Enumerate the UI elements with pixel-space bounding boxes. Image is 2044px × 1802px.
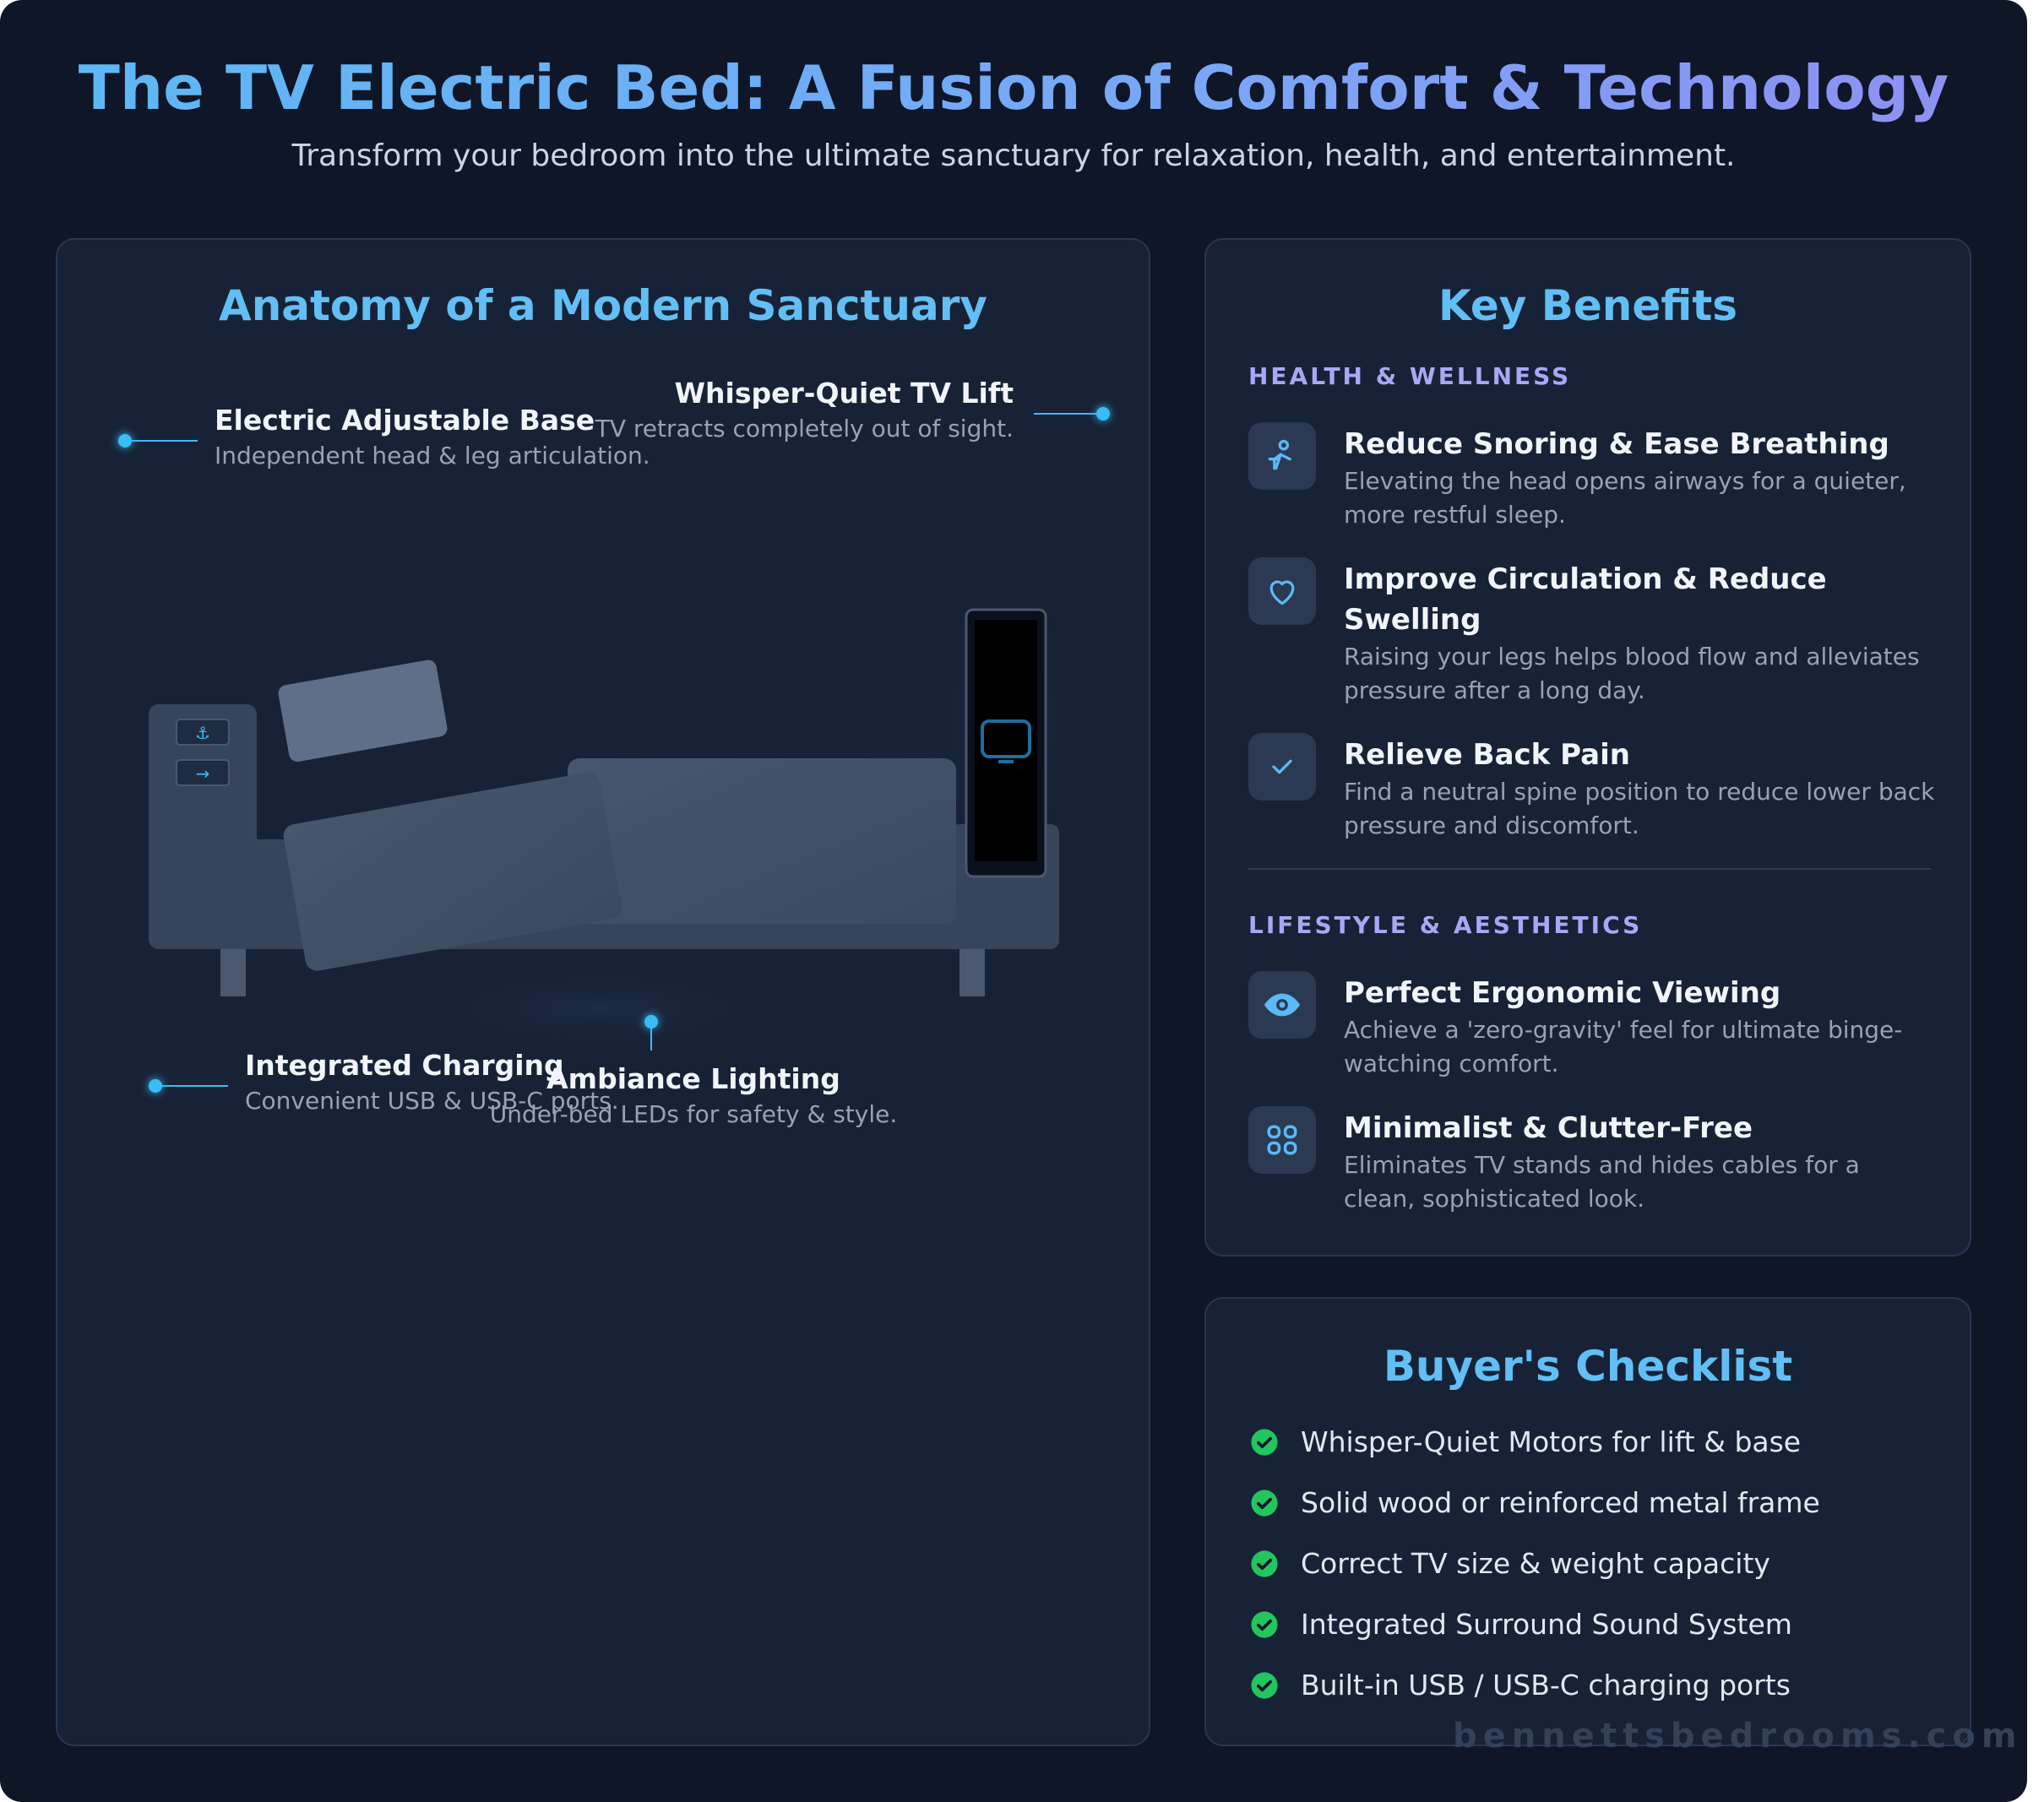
checklist-text: Whisper-Quiet Motors for lift & base bbox=[1301, 1425, 1802, 1458]
check-circle-icon bbox=[1251, 1550, 1278, 1577]
bed-leg-left bbox=[220, 941, 246, 996]
benefit-item: Reduce Snoring & Ease Breathing Elevatin… bbox=[1248, 422, 1941, 532]
base-callout-line bbox=[130, 440, 198, 442]
mattress-foot-section bbox=[568, 758, 956, 924]
checklist-text: Built-in USB / USB-C charging ports bbox=[1301, 1669, 1791, 1702]
check-circle-icon bbox=[1251, 1611, 1278, 1638]
callout-title: Electric Adjustable Base bbox=[215, 404, 595, 437]
checklist-text: Integrated Surround Sound System bbox=[1301, 1608, 1792, 1641]
benefit-title: Reduce Snoring & Ease Breathing bbox=[1344, 427, 1889, 461]
check-circle-icon bbox=[1251, 1429, 1278, 1456]
arrow-right-icon: → bbox=[196, 763, 210, 784]
benefit-desc: Eliminates TV stands and hides cables fo… bbox=[1344, 1151, 1860, 1213]
benefit-item: Perfect Ergonomic Viewing Achieve a 'zer… bbox=[1248, 971, 1941, 1081]
checklist-item: Built-in USB / USB-C charging ports bbox=[1250, 1664, 1791, 1707]
callout-tv-lift: Whisper-Quiet TV Lift TV retracts comple… bbox=[595, 375, 1014, 446]
tv-callout-dot bbox=[1096, 407, 1110, 421]
heart-icon bbox=[1248, 557, 1316, 625]
lifestyle-section-label: LIFESTYLE & AESTHETICS bbox=[1248, 911, 1643, 939]
tv-callout-line bbox=[1034, 413, 1101, 415]
eye-icon bbox=[1248, 971, 1316, 1039]
callout-desc: Under-bed LEDs for safety & style. bbox=[489, 1100, 898, 1128]
checklist-panel: Buyer's Checklist Whisper-Quiet Motors f… bbox=[1204, 1297, 1971, 1746]
mattress-head-section bbox=[283, 772, 622, 971]
section-divider bbox=[1248, 868, 1931, 870]
benefit-desc: Achieve a 'zero-gravity' feel for ultima… bbox=[1344, 1016, 1903, 1077]
watermark: bennettsbedrooms.com bbox=[1453, 1717, 2023, 1756]
tv-screen bbox=[975, 620, 1037, 861]
checklist-item: Correct TV size & weight capacity bbox=[1250, 1543, 1770, 1585]
check-circle-icon bbox=[1251, 1490, 1278, 1517]
benefit-title: Perfect Ergonomic Viewing bbox=[1344, 976, 1781, 1010]
person-reclining-icon bbox=[1248, 422, 1316, 490]
callout-title: Whisper-Quiet TV Lift bbox=[674, 377, 1014, 410]
callout-title: Ambiance Lighting bbox=[546, 1062, 840, 1095]
health-section-label: HEALTH & WELLNESS bbox=[1248, 362, 1572, 390]
check-circle-icon bbox=[1251, 1672, 1278, 1699]
usb-c-port bbox=[176, 759, 230, 786]
checklist-item: Solid wood or reinforced metal frame bbox=[1250, 1482, 1820, 1524]
benefit-desc: Raising your legs helps blood flow and a… bbox=[1344, 643, 1920, 704]
callout-desc: TV retracts completely out of sight. bbox=[595, 415, 1014, 442]
lighting-callout-line bbox=[650, 1027, 652, 1050]
charging-callout-line bbox=[160, 1085, 228, 1087]
charging-callout-dot bbox=[149, 1079, 162, 1093]
usb-port bbox=[176, 719, 230, 746]
tv-icon bbox=[981, 719, 1031, 763]
benefit-item: Relieve Back Pain Find a neutral spine p… bbox=[1248, 733, 1941, 843]
callout-desc: Independent head & leg articulation. bbox=[215, 442, 650, 469]
benefit-item: Minimalist & Clutter-Free Eliminates TV … bbox=[1248, 1106, 1941, 1216]
benefit-title: Minimalist & Clutter-Free bbox=[1344, 1111, 1753, 1145]
benefit-desc: Find a neutral spine position to reduce … bbox=[1344, 778, 1935, 839]
benefit-desc: Elevating the head opens airways for a q… bbox=[1344, 467, 1906, 529]
anatomy-title: Anatomy of a Modern Sanctuary bbox=[219, 281, 987, 330]
page-title: The TV Electric Bed: A Fusion of Comfort… bbox=[0, 49, 2027, 127]
checklist-text: Solid wood or reinforced metal frame bbox=[1301, 1486, 1820, 1519]
bed-leg-right bbox=[959, 941, 985, 996]
base-callout-dot bbox=[118, 434, 132, 448]
callout-adjustable-base: Electric Adjustable Base Independent hea… bbox=[215, 402, 650, 473]
callout-desc: Convenient USB & USB-C ports. bbox=[245, 1087, 619, 1115]
bed-illustration: ⚓ → bbox=[149, 552, 1113, 1059]
callout-lighting: Ambiance Lighting Under-bed LEDs for saf… bbox=[398, 1061, 989, 1132]
lighting-callout-dot bbox=[644, 1015, 658, 1029]
grid-icon bbox=[1248, 1106, 1316, 1174]
checklist-text: Correct TV size & weight capacity bbox=[1301, 1547, 1770, 1580]
checklist-title: Buyer's Checklist bbox=[1383, 1342, 1793, 1391]
benefits-title: Key Benefits bbox=[1438, 281, 1738, 330]
link-icon: ⚓ bbox=[195, 723, 210, 743]
page-subtitle: Transform your bedroom into the ultimate… bbox=[291, 138, 1736, 173]
benefit-item: Improve Circulation & Reduce Swelling Ra… bbox=[1248, 557, 1941, 709]
checklist-item: Whisper-Quiet Motors for lift & base bbox=[1250, 1421, 1801, 1463]
benefits-panel: Key Benefits HEALTH & WELLNESS Reduce Sn… bbox=[1204, 238, 1971, 1257]
callout-charging: Integrated Charging Convenient USB & USB… bbox=[245, 1047, 619, 1118]
benefit-title: Relieve Back Pain bbox=[1344, 738, 1630, 772]
pillow bbox=[278, 659, 448, 762]
checkmark-icon bbox=[1248, 733, 1316, 801]
floor-light-glow bbox=[378, 958, 818, 1059]
callout-title: Integrated Charging bbox=[245, 1049, 564, 1082]
checklist-item: Integrated Surround Sound System bbox=[1250, 1604, 1792, 1646]
anatomy-panel: Anatomy of a Modern Sanctuary bbox=[56, 238, 1150, 1746]
benefit-title: Improve Circulation & Reduce Swelling bbox=[1344, 562, 1827, 637]
